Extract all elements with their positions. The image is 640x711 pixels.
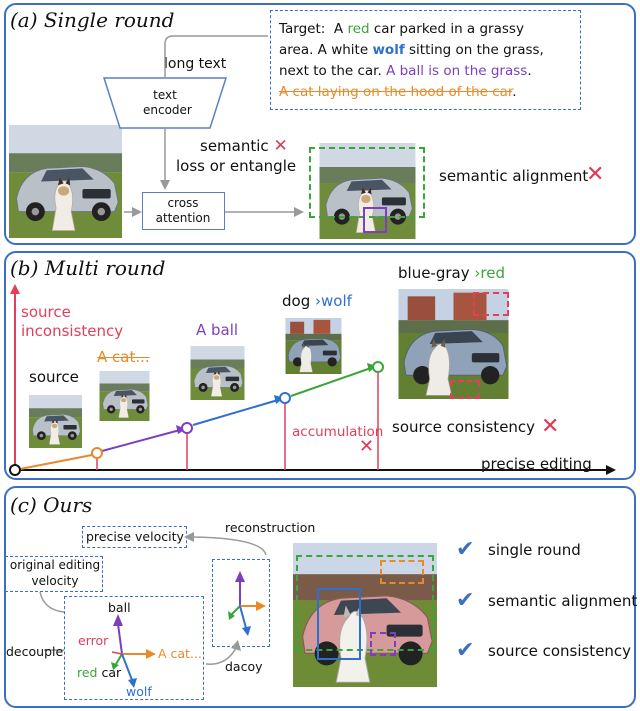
- dog-wolf-label: dog ›wolf: [282, 292, 352, 310]
- round2-image: [190, 346, 245, 400]
- original-velocity-line1: original editing: [9, 558, 101, 572]
- original-velocity-label: original editing velocity: [9, 557, 101, 589]
- target-wolf-word: wolf: [372, 42, 405, 58]
- source-consistency-label: source consistency: [392, 418, 536, 436]
- precise-velocity-label: precise velocity: [86, 529, 184, 544]
- reconstruction-label: reconstruction: [225, 520, 316, 535]
- red-ball-box: [450, 380, 480, 399]
- semantic-cross-icon: ✕: [273, 136, 288, 156]
- blue-gray-red-label: blue-gray ›red: [398, 264, 505, 282]
- dog-wolf-arrow: ›: [315, 292, 322, 310]
- target-prompt-box: [270, 10, 581, 110]
- precise-editing-label: precise editing: [481, 455, 592, 473]
- ours-purple-box: [370, 632, 396, 656]
- decouple-label: decouple: [6, 644, 64, 659]
- source-consistency-cross-icon: ✕: [541, 414, 560, 439]
- a-cat-vector-label: A cat...: [158, 646, 202, 661]
- purple-region-box: [363, 207, 387, 233]
- red-vector-word: red: [77, 665, 98, 680]
- target-l2b: sitting on the grass,: [404, 42, 544, 58]
- blue-gray-arrow: ›: [474, 264, 481, 282]
- decouple-vector-box: [64, 596, 204, 700]
- target-prompt-text: Target: A red car parked in a grassy are…: [279, 19, 544, 103]
- decoy-vector-box: [212, 559, 270, 647]
- semantic-alignment-label: semantic alignment: [439, 167, 589, 185]
- check-label-source-consistency: source consistency: [488, 642, 632, 660]
- original-velocity-box: [5, 556, 103, 592]
- long-text-label: long text: [164, 56, 227, 72]
- wolf-word: wolf: [321, 292, 352, 310]
- ours-blue-box: [317, 588, 361, 660]
- semantic-word: semantic: [200, 137, 269, 155]
- cross-attention-line1: cross: [167, 196, 199, 210]
- round0-image: [22, 395, 89, 448]
- text-encoder-box: text encoder: [143, 88, 192, 118]
- check-icon-3: ✔: [456, 638, 475, 663]
- ours-orange-box: [380, 560, 424, 584]
- target-l3b: .: [527, 63, 532, 79]
- source-inconsistency-line1: source: [21, 303, 71, 321]
- text-encoder-line2: encoder: [143, 103, 192, 117]
- dog-word: dog: [282, 292, 311, 310]
- source-label: source: [29, 368, 79, 386]
- loss-entangle-label: loss or entangle: [176, 157, 297, 175]
- target-l4b: .: [512, 84, 517, 100]
- a-ball-label: A ball: [196, 321, 239, 339]
- blue-gray-word: blue-gray: [398, 264, 470, 282]
- accumulation-label: accumulation: [292, 424, 384, 440]
- target-l2a: area. A white: [279, 42, 373, 58]
- a-cat-label: A cat...: [97, 348, 150, 366]
- cross-attention-box: [142, 192, 225, 230]
- target-cat-phrase: A cat laying on the hood of the car: [279, 84, 513, 100]
- error-vector-label: error: [78, 633, 109, 648]
- green-region-box: [309, 147, 425, 218]
- red-car-vector-label: red car: [77, 665, 121, 680]
- semantic-alignment-cross-icon: ✕: [586, 162, 605, 187]
- check-icon-1: ✔: [456, 537, 475, 562]
- wolf-vector-label: wolf: [126, 684, 152, 699]
- red-roof-box: [473, 292, 509, 316]
- round3-image: [285, 318, 342, 374]
- ball-vector-label: ball: [108, 600, 131, 615]
- semantic-label: semantic ✕: [200, 136, 288, 156]
- target-red-word: red: [347, 21, 370, 37]
- round1-image: [96, 371, 153, 421]
- source-inconsistency-line2: inconsistency: [21, 322, 124, 340]
- check-icon-2: ✔: [456, 588, 475, 613]
- red-word: red: [480, 264, 505, 282]
- source-inconsistency-label: source inconsistency: [21, 303, 123, 341]
- cross-attention-line2: attention: [155, 211, 211, 225]
- target-ball-phrase: A ball is on the grass: [386, 63, 528, 79]
- target-l1a: A: [333, 21, 348, 37]
- target-prefix: Target:: [279, 21, 326, 37]
- cross-attention-label: cross attention: [150, 196, 216, 226]
- panel-c-title: (c) Ours: [10, 493, 93, 517]
- check-label-single-round: single round: [488, 541, 581, 559]
- panel-a-title: (a) Single round: [10, 8, 175, 32]
- target-l3a: next to the car.: [279, 63, 387, 79]
- accumulation-cross-icon: ✕: [359, 436, 375, 457]
- panel-b-title: (b) Multi round: [10, 256, 166, 280]
- text-encoder-line1: text: [153, 88, 177, 102]
- check-label-semantic-alignment: semantic alignment: [488, 592, 638, 610]
- target-l1b: car parked in a grassy: [369, 21, 524, 37]
- decoy-label: dacoy: [225, 659, 263, 674]
- car-vector-word: car: [101, 665, 122, 680]
- source-image: [9, 124, 122, 239]
- ours-green-box: [296, 555, 434, 651]
- original-velocity-line2: velocity: [31, 574, 79, 588]
